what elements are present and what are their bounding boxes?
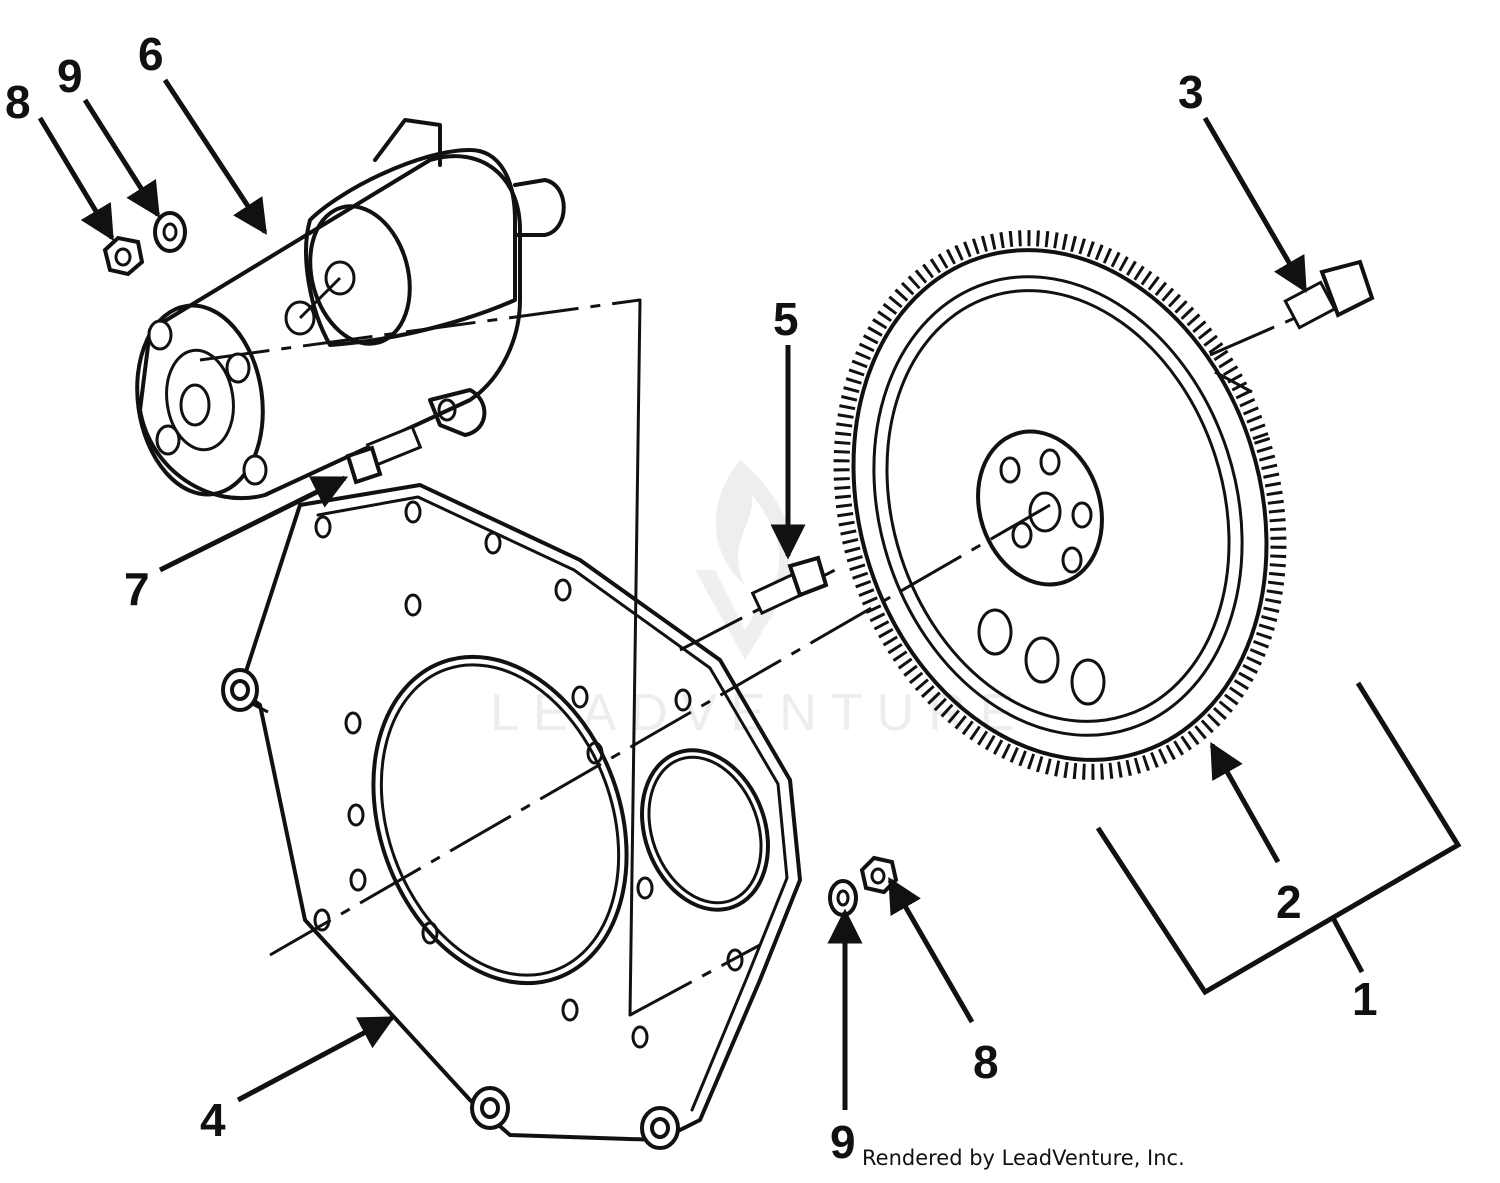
callout-5: 5: [773, 293, 799, 345]
flywheel-ring-gear: [833, 230, 1287, 780]
bracket-item-1: [1095, 681, 1462, 996]
callout-3: 3: [1178, 66, 1204, 118]
center-lines: [199, 298, 1296, 1017]
callout-1: 1: [1352, 973, 1378, 1025]
credit-text: Rendered by LeadVenture, Inc.: [862, 1146, 1185, 1170]
callouts: 8 9 6 3 5 7 2 1 8 9 4: [5, 28, 1378, 1168]
callout-2: 2: [1276, 876, 1302, 928]
callout-8-bottom: 8: [973, 1036, 999, 1088]
watermark-flame-icon: [715, 460, 791, 600]
callout-6: 6: [138, 28, 164, 80]
washer-item-9-bottom: [828, 879, 858, 917]
bolt-item-5: [750, 555, 829, 616]
flywheel-bolt-holes: [999, 448, 1093, 574]
nut-item-8-bottom: [859, 855, 899, 895]
nut-item-8-top: [102, 235, 145, 277]
bolt-item-7: [345, 424, 423, 485]
washer-item-9-top: [153, 211, 187, 253]
plate-bolt-holes: [313, 500, 744, 1049]
plate-bosses: [221, 668, 680, 1150]
callout-9-bottom: 9: [830, 1116, 856, 1168]
callout-4: 4: [200, 1094, 226, 1146]
callout-9-top: 9: [57, 50, 83, 102]
starter-motor: [135, 118, 566, 501]
flywheel: [833, 230, 1287, 780]
callout-8-top: 8: [5, 76, 31, 128]
adapter-plate: [221, 483, 802, 1150]
flywheel-lightening-holes: [977, 608, 1106, 706]
bolt-item-3: [1283, 259, 1375, 330]
starter-terminals: [147, 260, 356, 486]
leader-lines: [37, 78, 1308, 1110]
callout-7: 7: [124, 563, 150, 615]
